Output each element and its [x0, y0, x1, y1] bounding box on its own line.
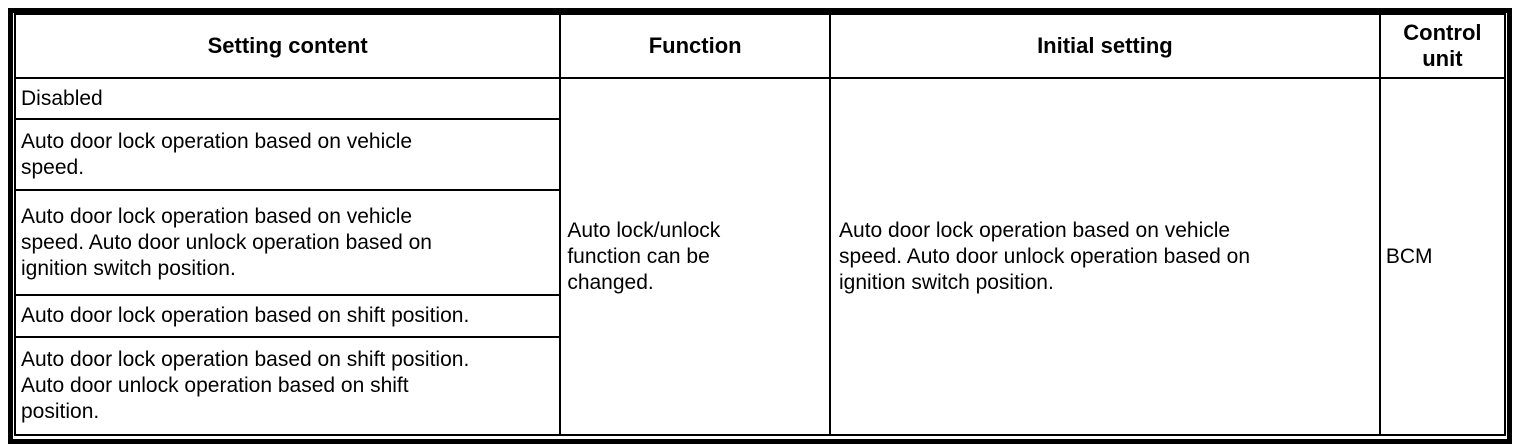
- table-frame: Setting content Function Initial setting…: [8, 8, 1512, 444]
- header-function: Function: [559, 13, 832, 79]
- setting-content-cell-shift-position-unlock: Auto door lock operation based on shift …: [13, 336, 562, 436]
- setting-content-cell-shift-position: Auto door lock operation based on shift …: [13, 294, 562, 338]
- setting-content-cell-vehicle-speed-ignition: Auto door lock operation based on vehicl…: [13, 189, 562, 296]
- initial-setting-cell: Auto door lock operation based on vehicl…: [829, 77, 1381, 436]
- control-unit-cell: BCM: [1378, 77, 1507, 436]
- table-row: Auto door lock operation based on vehicl…: [13, 189, 1505, 296]
- table-row: Auto door lock operation based on vehicl…: [13, 118, 1505, 191]
- function-cell: Auto lock/unlock function can be changed…: [559, 77, 832, 436]
- setting-content-cell-disabled: Disabled: [13, 77, 562, 120]
- header-control-unit: Control unit: [1378, 13, 1507, 79]
- header-initial-setting: Initial setting: [829, 13, 1381, 79]
- table-row: Auto door lock operation based on shift …: [13, 336, 1505, 436]
- table-row: Disabled Auto lock/unlock function can b…: [13, 77, 1507, 436]
- table-row: Auto door lock operation based on shift …: [13, 294, 1505, 338]
- header-row: Setting content Function Initial setting…: [13, 13, 1507, 79]
- header-setting-content: Setting content: [13, 13, 562, 79]
- setting-content-cell-vehicle-speed: Auto door lock operation based on vehicl…: [13, 118, 562, 191]
- auto-door-lock-settings-table: Setting content Function Initial setting…: [13, 13, 1507, 436]
